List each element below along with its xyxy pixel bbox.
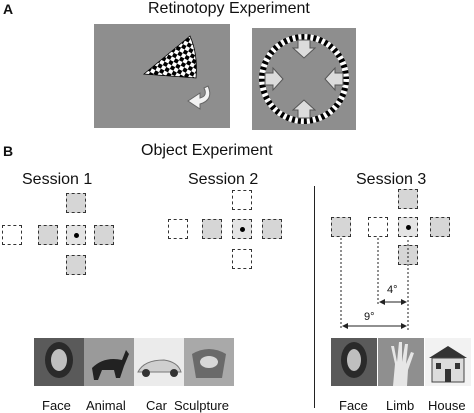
stimulus-square: [202, 219, 222, 239]
object-experiment-title: Object Experiment: [141, 142, 273, 159]
session-1-label: Session 1: [22, 171, 93, 188]
stimulus-square: [398, 245, 418, 265]
stimulus-square: [94, 225, 114, 245]
panel-a-letter: A: [3, 1, 14, 17]
caption-limb: Limb: [386, 398, 415, 413]
stimulus-square-white: [232, 249, 252, 269]
session-divider: [314, 186, 315, 408]
stimulus-square-white: [2, 225, 22, 245]
inward-arrows-icon: [264, 39, 344, 119]
session-3-photo-strip: [331, 338, 471, 386]
caption-animal: Animal: [86, 398, 126, 413]
stimulus-square: [66, 255, 86, 275]
fixation-dot: [406, 225, 411, 230]
stimulus-square: [398, 189, 418, 209]
stimulus-square-white: [168, 219, 188, 239]
caption-car: Car: [146, 398, 167, 413]
wedge-stimulus-panel: [94, 24, 230, 128]
stimulus-square-white: [232, 190, 252, 210]
stimulus-square: [331, 217, 351, 237]
fixation-dot: [74, 233, 79, 238]
caption-sculpture: Sculpture: [174, 398, 229, 413]
rotate-arrow-icon: [187, 85, 211, 110]
caption-house: House: [428, 398, 466, 413]
ring-stimulus-panel: [252, 28, 356, 130]
checkered-wedge-icon: [142, 35, 197, 79]
stimulus-square: [262, 219, 282, 239]
retinotopy-title: Retinotopy Experiment: [148, 0, 310, 17]
stimulus-square-white: [368, 217, 388, 237]
stimulus-square: [430, 217, 450, 237]
fixation-dot: [240, 227, 245, 232]
panel-b-letter: B: [3, 143, 14, 159]
caption-face-s3: Face: [339, 398, 368, 413]
session-2-label: Session 2: [188, 171, 259, 188]
checkered-ring-icon: [259, 34, 349, 124]
stimulus-square: [66, 193, 86, 213]
caption-face: Face: [42, 398, 71, 413]
session-1-photo-strip: [34, 338, 234, 386]
session-3-label: Session 3: [356, 171, 427, 188]
distance-4-label: 4°: [387, 284, 398, 296]
stimulus-square: [38, 225, 58, 245]
distance-9-label: 9°: [364, 311, 375, 323]
